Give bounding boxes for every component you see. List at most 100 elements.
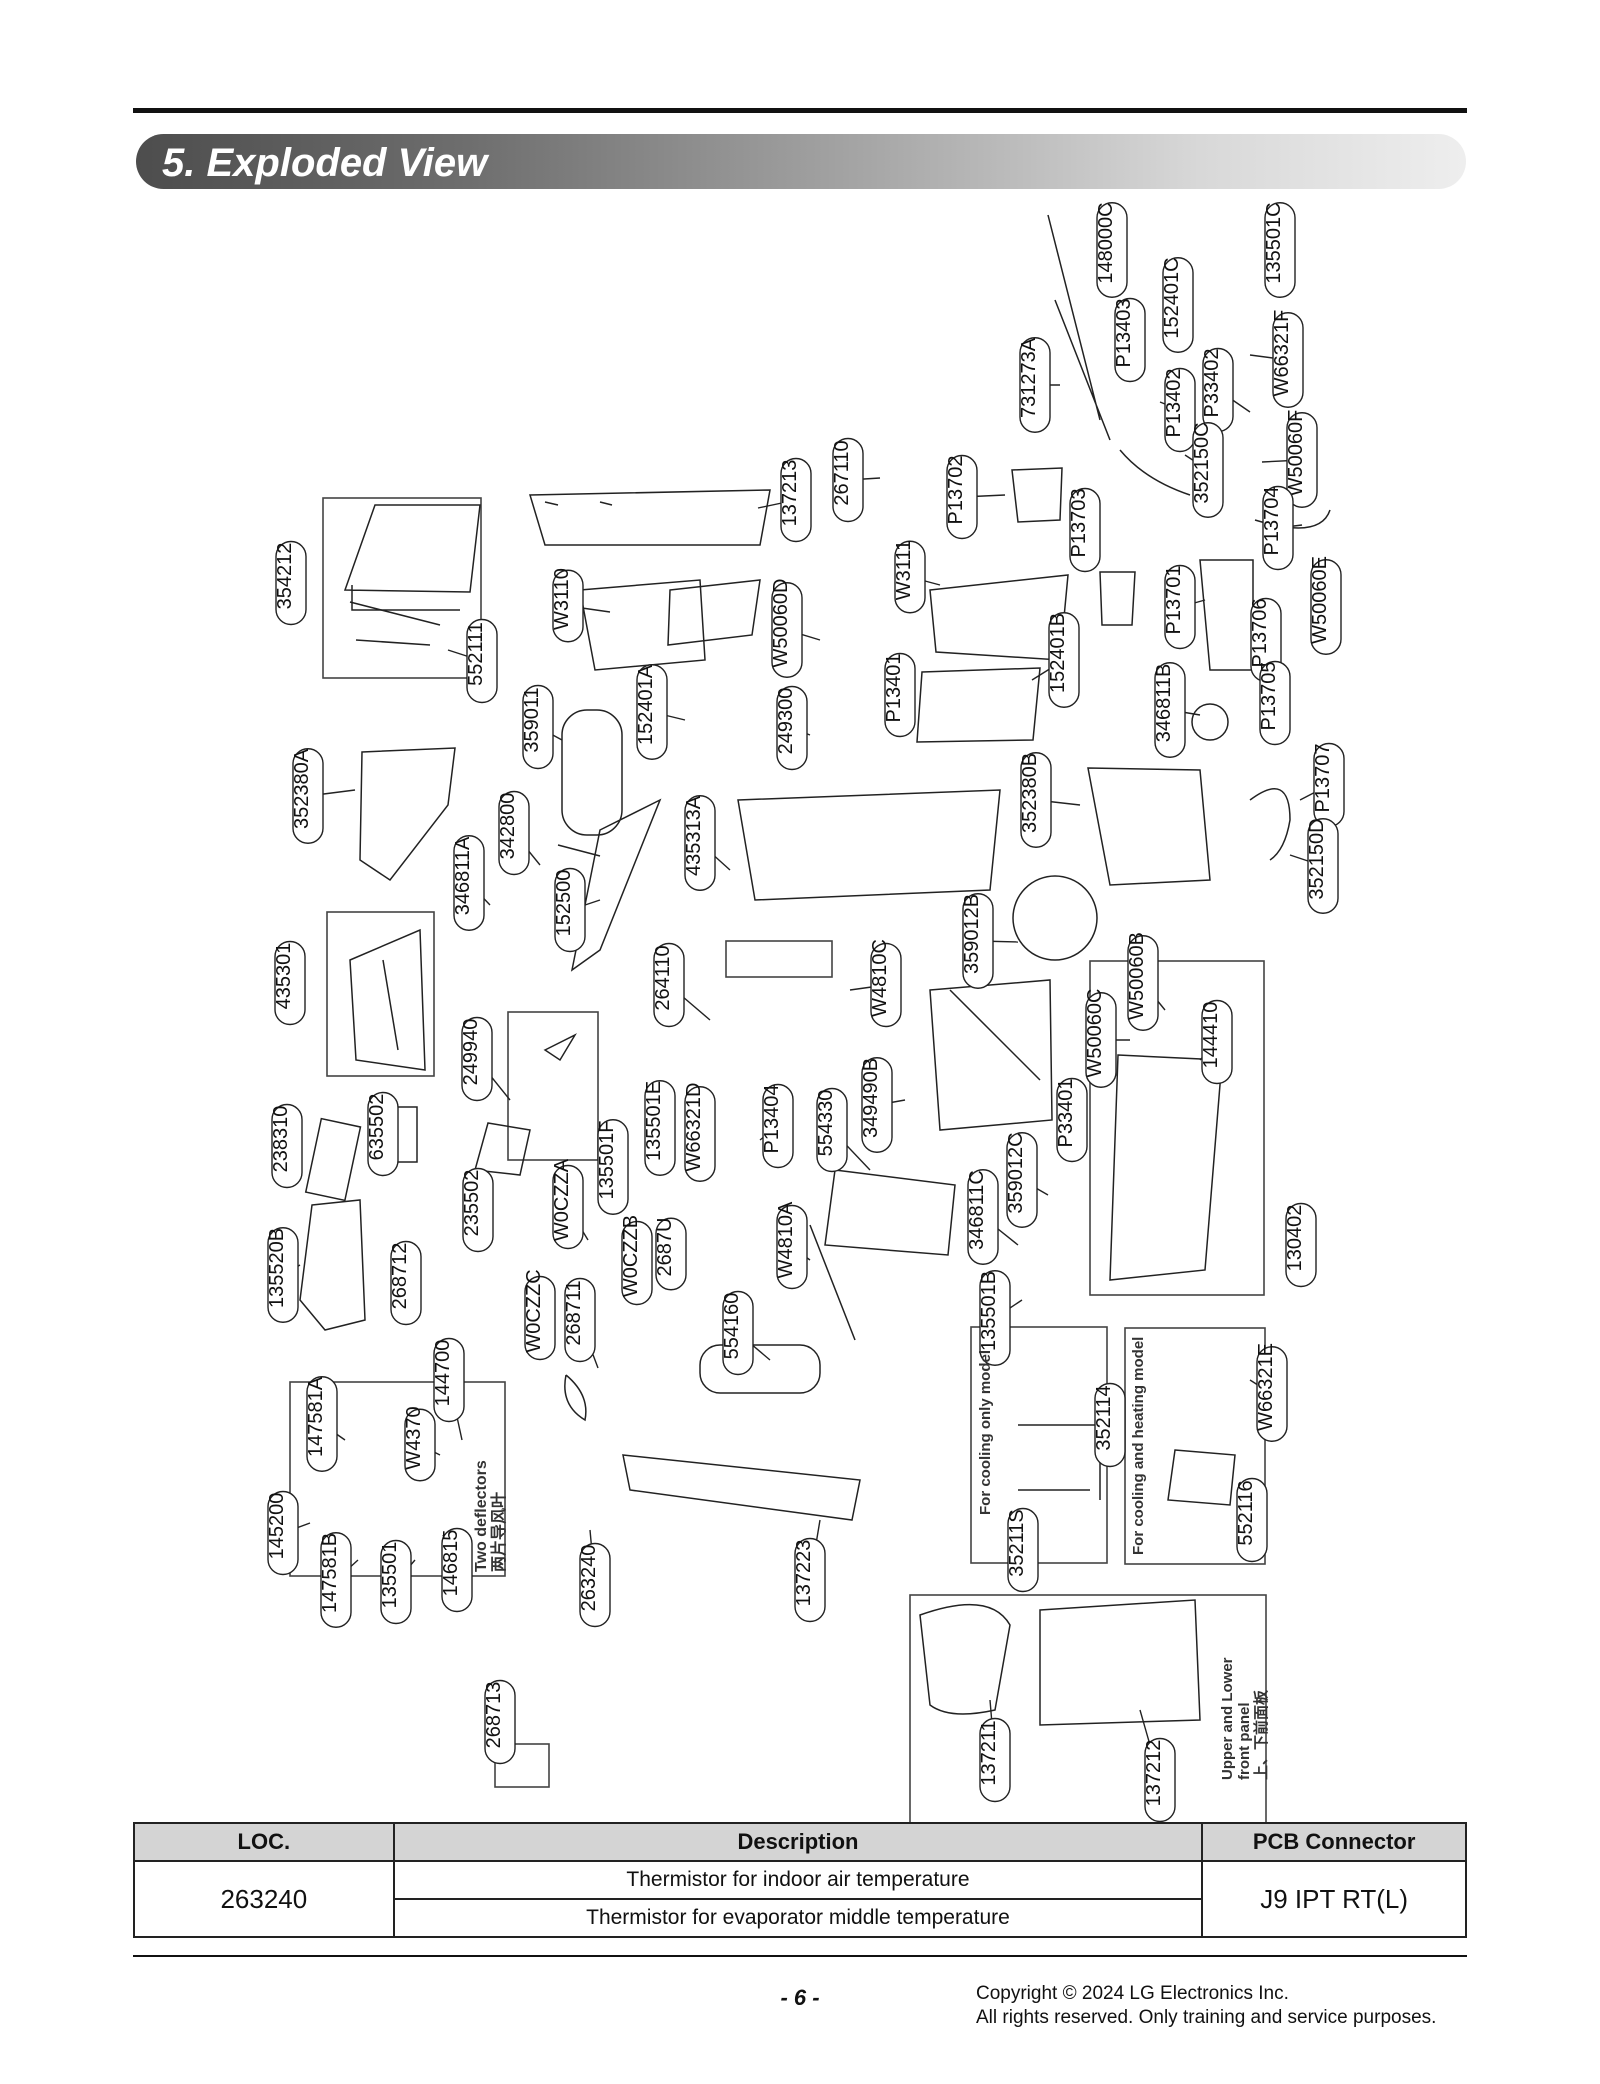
part-sketch <box>809 1224 856 1341</box>
part-number-label: 146815 <box>440 1530 462 1597</box>
part-sketch <box>1199 559 1254 671</box>
part-sketch <box>349 601 441 646</box>
part-sketch <box>544 501 613 506</box>
callout-ellipse <box>962 893 994 989</box>
callout-ellipse <box>946 454 978 540</box>
part-number-label: 435313A <box>683 795 705 876</box>
connector-cell: J9 IPT RT(L) <box>1201 1860 1467 1938</box>
part-number-label: 147581A <box>305 1376 327 1457</box>
callout-ellipse <box>498 790 530 876</box>
part-number-label: W3111 <box>893 540 915 600</box>
callout-ellipse <box>1006 1132 1038 1228</box>
part-number-label: 554160 <box>721 1293 743 1360</box>
part-number-label: P13703 <box>1068 489 1090 558</box>
callout-ellipse <box>1310 559 1342 655</box>
top-rule <box>133 108 1467 113</box>
part-number-label: 349490B <box>860 1058 882 1138</box>
part-sketch <box>1087 767 1211 886</box>
part-number-label: W4810C <box>869 939 891 1017</box>
callout-ellipse <box>762 1083 794 1169</box>
part-number-label: W50060C <box>1084 989 1106 1078</box>
callout-ellipse <box>1094 1382 1126 1468</box>
part-sketch <box>564 1374 587 1422</box>
callout-ellipse <box>1285 1202 1317 1288</box>
part-number-label: P13401 <box>883 654 905 723</box>
part-number-label: 152401C <box>1161 257 1183 338</box>
part-number-label: 264110 <box>652 945 674 1010</box>
part-sketch <box>561 709 623 836</box>
part-number-label: 137213 <box>779 460 801 527</box>
callout-ellipse <box>306 1376 338 1472</box>
callout-ellipse <box>484 1679 516 1765</box>
section-title: 5. Exploded View <box>162 141 488 185</box>
callout-ellipse <box>367 1091 399 1177</box>
pcb-connector-table: LOC. Description PCB Connector 263240 Th… <box>133 1822 1467 1938</box>
part-number-label: 435301 <box>273 943 295 1010</box>
callout-ellipse <box>404 1408 436 1482</box>
part-sketch <box>919 1603 1011 1715</box>
callout-ellipse <box>466 618 498 704</box>
callout-ellipse <box>861 1057 893 1153</box>
part-sketch <box>1191 703 1229 741</box>
callout-ellipse <box>267 1227 299 1323</box>
callout-ellipse <box>1264 202 1296 298</box>
group-box <box>507 1011 599 1161</box>
part-number-label: P33402 <box>1201 349 1223 418</box>
part-number-label: 148000C <box>1095 202 1117 283</box>
part-sketch <box>737 789 1001 901</box>
part-number-label: 249300 <box>775 688 797 755</box>
callout-ellipse <box>722 1290 754 1376</box>
part-number-label: 352380B <box>1019 753 1041 833</box>
page-number: - 6 - <box>780 1985 820 2010</box>
part-sketch <box>359 747 456 882</box>
part-number-label: P13702 <box>945 456 967 525</box>
callout-ellipse <box>433 1337 465 1423</box>
callout-ellipse <box>653 942 685 1028</box>
callout-ellipse <box>275 540 307 626</box>
callout-ellipse <box>1256 1346 1288 1442</box>
callout-ellipse <box>1127 935 1159 1031</box>
header-pcb-connector: PCB Connector <box>1201 1822 1467 1862</box>
part-number-label: 346811B <box>1153 664 1175 743</box>
copyright: Copyright © 2024 LG Electronics Inc. All… <box>976 1982 1436 2030</box>
part-number-label: 359011 <box>521 687 543 752</box>
callout-ellipse <box>1056 1077 1088 1163</box>
part-sketch <box>929 979 1053 1131</box>
part-number-label: W0CZZB <box>620 1215 642 1297</box>
part-number-label: 352114 <box>1093 1385 1115 1450</box>
part-number-label: W0CZZC <box>523 1269 545 1352</box>
part-sketch <box>304 1117 362 1202</box>
callout-ellipse <box>771 582 803 678</box>
part-number-label: 359012B <box>961 894 983 974</box>
part-number-label: 249940 <box>460 1019 482 1086</box>
part-number-label: 552116 <box>1235 1480 1257 1545</box>
part-number-label: W50060D <box>770 579 792 668</box>
note-panel-cn: 上、下前面板 <box>1252 1689 1270 1780</box>
part-number-label: P13707 <box>1312 744 1334 813</box>
group-box <box>909 1594 1267 1826</box>
callout-ellipse <box>1192 422 1224 518</box>
callout-ellipse <box>1154 662 1186 758</box>
table-row: Thermistor for evaporator middle tempera… <box>134 1898 1466 1938</box>
part-number-label: 267110 <box>831 440 853 505</box>
part-sketch <box>1099 571 1136 626</box>
part-number-label: 144410 <box>1200 1002 1222 1069</box>
callout-ellipse <box>1020 752 1052 848</box>
note-cooling-only: For cooling only model <box>977 1350 994 1515</box>
part-number-label: 268712 <box>389 1243 411 1310</box>
part-number-label: P13402 <box>1163 369 1185 438</box>
part-number-label: 352380A <box>291 748 313 829</box>
part-number-label: 346811A <box>452 836 474 915</box>
part-number-label: 731273A <box>1018 337 1040 418</box>
callout-ellipse <box>1162 257 1194 353</box>
part-number-label: 235502 <box>461 1170 483 1237</box>
part-number-label: 144700 <box>432 1340 454 1407</box>
part-number-label: 135520B <box>266 1228 288 1308</box>
part-number-label: W4810A <box>775 1201 797 1278</box>
part-number-label: W4370 <box>403 1406 425 1469</box>
part-number-label: P13404 <box>761 1085 783 1154</box>
part-number-label: 145200 <box>266 1493 288 1560</box>
part-number-label: 359012C <box>1005 1132 1027 1213</box>
callout-ellipse <box>320 1532 352 1628</box>
part-number-label: 354212 <box>274 543 296 610</box>
